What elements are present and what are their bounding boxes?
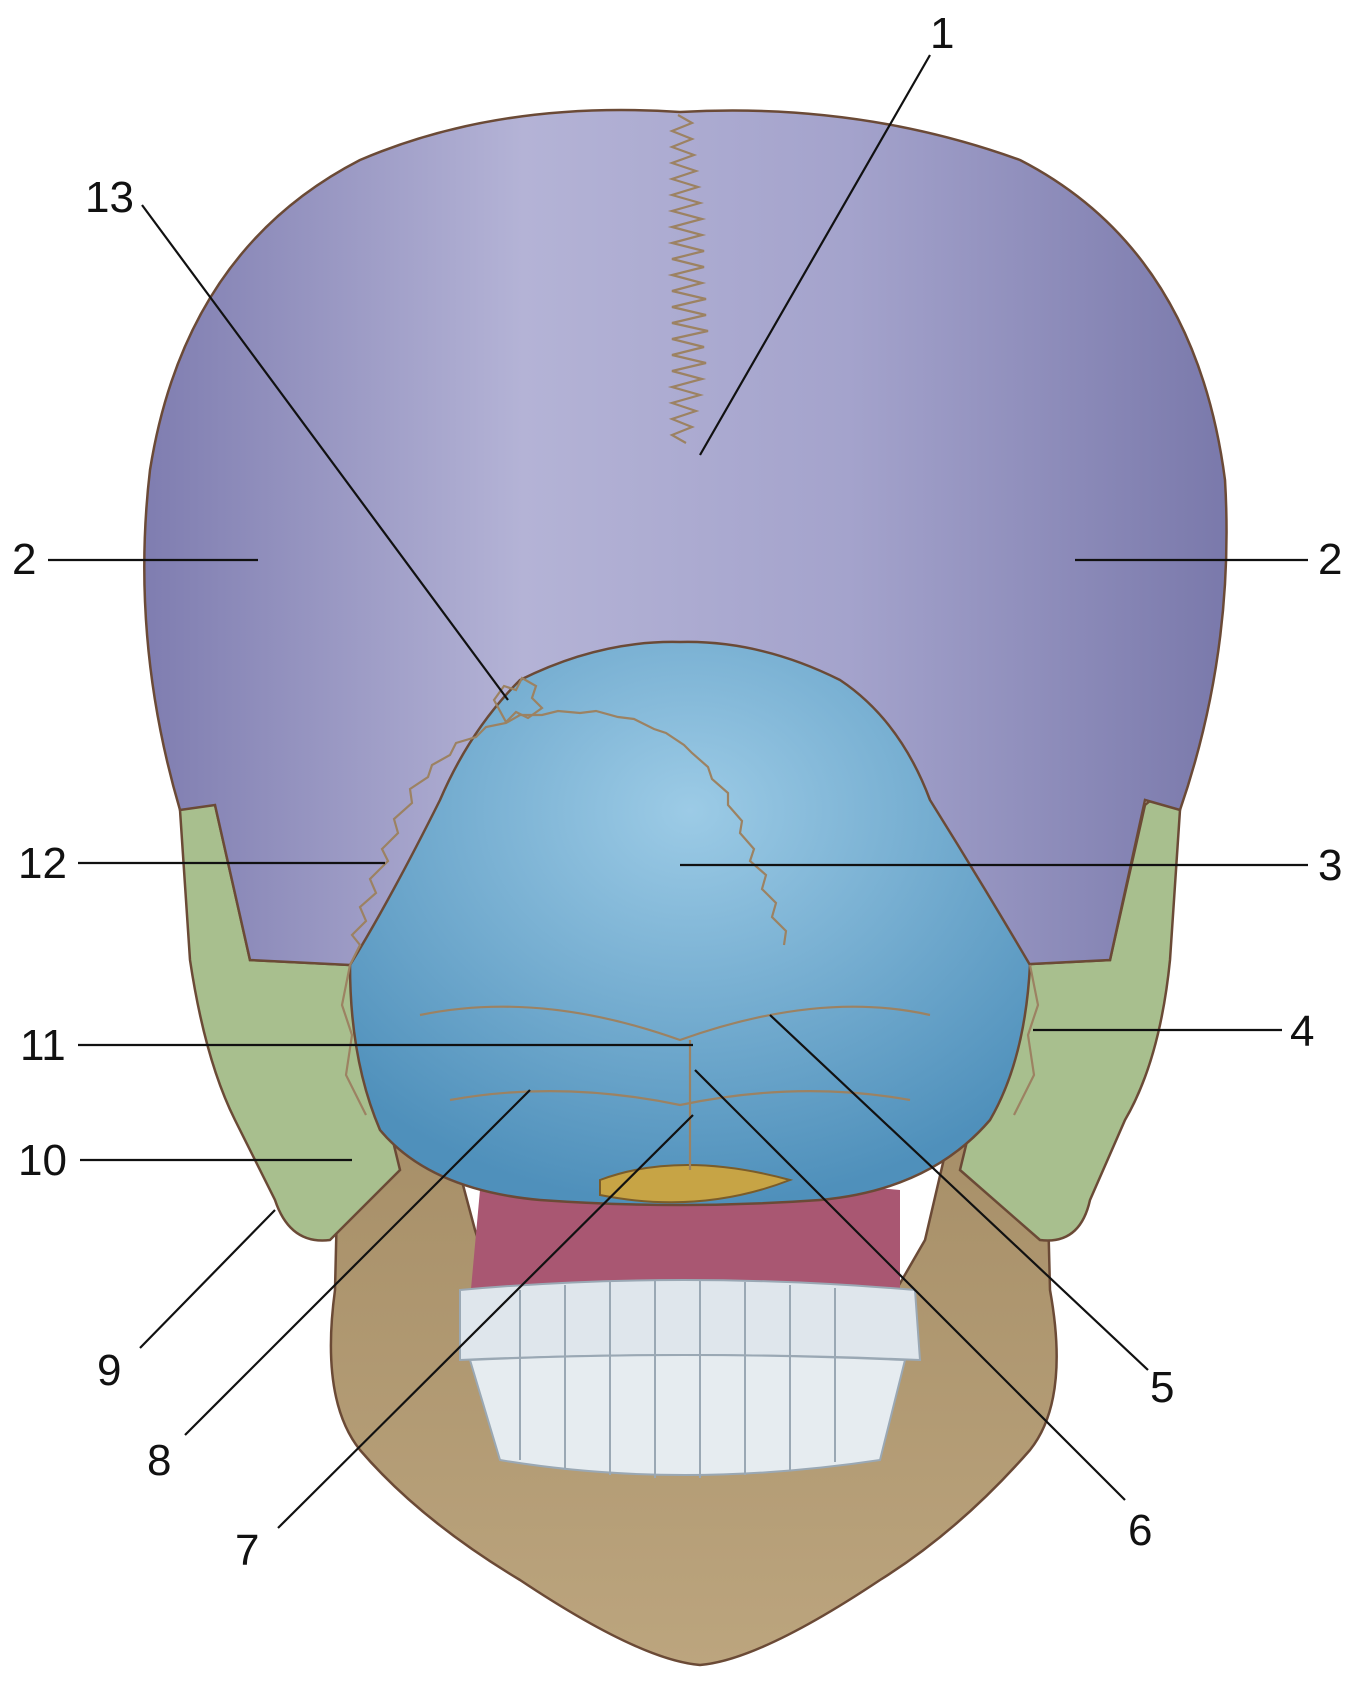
label-7: 7 (235, 1526, 259, 1575)
label-5: 5 (1150, 1363, 1174, 1412)
label-3: 3 (1318, 841, 1342, 890)
label-2-left: 2 (12, 535, 36, 584)
label-10: 10 (18, 1136, 67, 1185)
label-13: 13 (85, 173, 134, 222)
leader-9 (140, 1210, 275, 1348)
label-2-right: 2 (1318, 535, 1342, 584)
label-4: 4 (1290, 1007, 1314, 1056)
label-1: 1 (930, 9, 954, 58)
label-12: 12 (18, 839, 67, 888)
teeth (460, 1280, 920, 1478)
label-8: 8 (147, 1436, 171, 1485)
label-6: 6 (1128, 1506, 1152, 1555)
label-9: 9 (97, 1346, 121, 1395)
label-11: 11 (20, 1021, 66, 1070)
